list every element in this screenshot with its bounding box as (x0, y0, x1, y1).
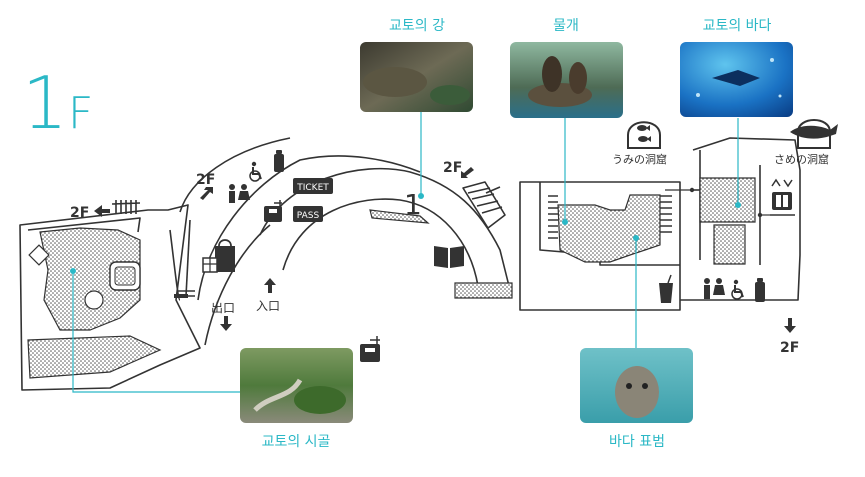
to-2f-left-label: 2F (70, 205, 89, 221)
floor-plan-walls (19, 137, 801, 391)
floor-letter: F (68, 88, 93, 139)
exit-label: 出口 (211, 301, 235, 315)
book-icon (434, 246, 464, 268)
to-2f-upper-label: 2F (196, 172, 215, 188)
drink-icon (659, 274, 673, 303)
zone-number: 1 (404, 188, 422, 221)
arrow-left-icon (94, 205, 110, 217)
entrance-marker: 入口 (256, 278, 280, 313)
elevator-icon (771, 178, 793, 210)
entrance-label: 入口 (256, 299, 280, 313)
photo-card-sea[interactable]: 교토의 바다 (680, 18, 793, 117)
photo-card-seal[interactable]: 물개 (510, 18, 623, 118)
shark-icon (790, 124, 838, 139)
pass-label: PASS (297, 211, 320, 221)
stairs-to-2f-right: 2F (780, 318, 799, 356)
arrow-down-icon (784, 318, 796, 333)
locker-icon (264, 200, 282, 222)
ticket-counter: TICKET (293, 178, 333, 194)
to-2f-mid-label: 2F (443, 160, 462, 176)
arrow-up-left-icon (461, 167, 474, 178)
pass-counter: PASS (293, 206, 323, 222)
gift-shop-icon (202, 239, 235, 273)
smoking-icon (174, 294, 188, 298)
leader-lines (70, 112, 770, 393)
photo-card-countryside[interactable]: 교토의 시골 (240, 348, 353, 450)
wheelchair-icon (249, 161, 262, 182)
arrow-up-right-icon (200, 187, 213, 200)
arrow-down-icon (220, 316, 232, 331)
same-cave-label: さめの洞窟 (774, 152, 829, 166)
baby-bottle-icon (755, 278, 765, 302)
umi-cave-marker: うみの洞窟 (612, 121, 667, 166)
to-2f-right-label: 2F (780, 340, 799, 356)
locker-icon (360, 336, 380, 362)
stairs-icon (485, 186, 501, 194)
floor-number: 1 (22, 61, 68, 145)
photo-label-seal: 물개 (553, 18, 579, 34)
photo-label-river: 교토의 강 (389, 18, 445, 34)
photo-label-countryside: 교토의 시골 (262, 434, 331, 450)
restroom-icon (704, 278, 725, 299)
exit-marker: 出口 (211, 301, 235, 331)
ticket-label: TICKET (296, 183, 329, 193)
baby-bottle-icon (274, 150, 284, 172)
photo-label-harbor-seal: 바다 표범 (609, 434, 665, 450)
stairs-to-2f-left: 2F (70, 205, 110, 221)
umi-cave-label: うみの洞窟 (612, 152, 667, 166)
stairs-to-2f-upper: 2F (196, 172, 215, 200)
restroom-icon (229, 184, 250, 203)
photo-label-sea: 교토의 바다 (703, 18, 772, 34)
photo-card-river[interactable]: 교토의 강 (360, 18, 473, 112)
wheelchair-icon (731, 279, 744, 300)
floor-title: 1 F (22, 61, 93, 145)
arrow-up-icon (264, 278, 276, 293)
stairs-to-2f-mid: 2F (443, 160, 474, 178)
same-cave-marker: さめの洞窟 (774, 119, 838, 166)
photo-card-harbor-seal[interactable]: 바다 표범 (580, 348, 693, 450)
